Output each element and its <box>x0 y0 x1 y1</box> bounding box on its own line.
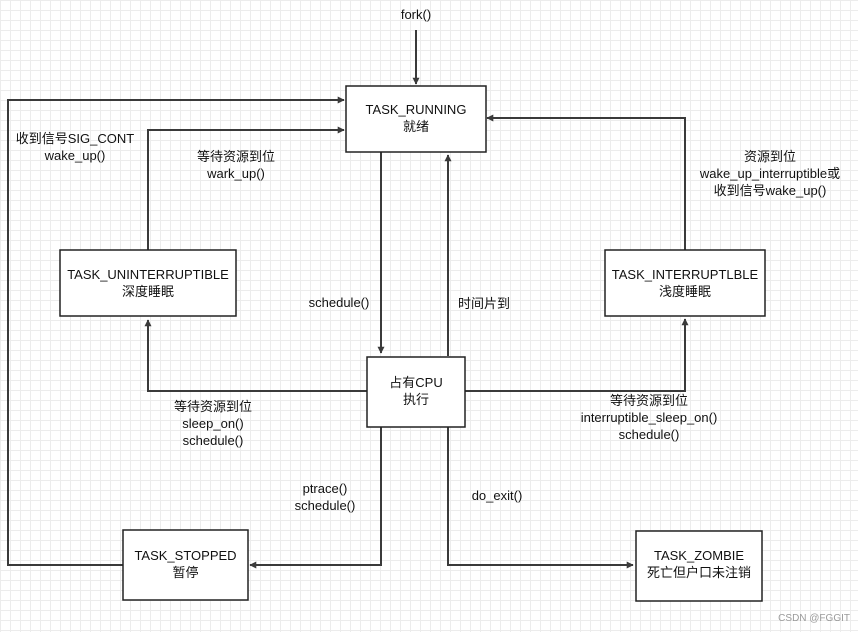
node-task-uninterruptible-desc: 深度睡眠 <box>122 284 174 299</box>
label-wake-interruptible-line3: 收到信号wake_up() <box>714 183 827 198</box>
node-task-uninterruptible: TASK_UNINTERRUPTIBLE 深度睡眠 <box>59 249 237 317</box>
node-task-stopped: TASK_STOPPED 暂停 <box>122 529 249 601</box>
label-timeslice: 时间片到 <box>458 296 510 311</box>
label-schedule: schedule() <box>309 295 370 310</box>
edge-cpu-to-uninterruptible <box>144 319 367 392</box>
node-task-zombie-desc: 死亡但户口未注销 <box>647 565 751 580</box>
edge-cpu-to-stopped <box>249 427 382 569</box>
label-wake-uninterruptible-line1: 等待资源到位 <box>197 149 275 164</box>
label-ptrace-line1: ptrace() <box>303 481 348 496</box>
node-cpu-desc: 执行 <box>403 392 429 407</box>
node-cpu-box <box>366 356 466 428</box>
label-sig-cont-line2: wake_up() <box>44 148 106 163</box>
node-task-running-desc: 就绪 <box>403 119 429 134</box>
node-cpu: 占有CPU 执行 <box>366 356 466 428</box>
node-task-interruptible-box <box>604 249 766 317</box>
edge-labels: fork() 收到信号SIG_CONT wake_up() 等待资源到位 war… <box>16 7 840 513</box>
label-wake-interruptible-line1: 资源到位 <box>744 149 796 164</box>
edge-cpu-to-interruptible <box>465 318 689 392</box>
node-task-zombie: TASK_ZOMBIE 死亡但户口未注销 <box>635 530 763 602</box>
edge-stopped-to-running <box>7 96 345 566</box>
label-sleep-on-line2: sleep_on() <box>182 416 243 431</box>
node-task-stopped-desc: 暂停 <box>172 565 198 580</box>
label-interruptible-sleep-on-line2: interruptible_sleep_on() <box>581 410 718 425</box>
node-task-running-name: TASK_RUNNING <box>366 102 467 117</box>
node-task-stopped-name: TASK_STOPPED <box>134 548 236 563</box>
label-sleep-on-line1: 等待资源到位 <box>174 399 252 414</box>
node-cpu-name: 占有CPU <box>389 375 442 390</box>
label-do-exit: do_exit() <box>472 488 523 503</box>
node-task-zombie-name: TASK_ZOMBIE <box>654 548 744 563</box>
label-interruptible-sleep-on-line3: schedule() <box>619 427 680 442</box>
node-task-interruptible-name: TASK_INTERRUPTLBLE <box>612 267 759 282</box>
edge-uninterruptible-to-running <box>147 126 345 250</box>
node-task-uninterruptible-box <box>59 249 237 317</box>
node-task-running-box <box>345 85 487 153</box>
label-interruptible-sleep-on-line1: 等待资源到位 <box>610 393 688 408</box>
label-wake-uninterruptible-line2: wark_up() <box>206 166 265 181</box>
node-task-uninterruptible-name: TASK_UNINTERRUPTIBLE <box>67 267 229 282</box>
edge-cpu-to-zombie <box>447 427 634 569</box>
node-task-stopped-box <box>122 529 249 601</box>
node-task-interruptible-desc: 浅度睡眠 <box>659 284 711 299</box>
node-task-zombie-box <box>635 530 763 602</box>
node-task-interruptible: TASK_INTERRUPTLBLE 浅度睡眠 <box>604 249 766 317</box>
label-wake-interruptible-line2: wake_up_interruptible或 <box>699 166 840 181</box>
label-ptrace-line2: schedule() <box>295 498 356 513</box>
watermark-text: CSDN @FGGIT <box>778 613 850 624</box>
label-fork: fork() <box>401 7 431 22</box>
edge-interruptible-to-running <box>486 114 686 250</box>
label-sleep-on-line3: schedule() <box>183 433 244 448</box>
node-task-running: TASK_RUNNING 就绪 <box>345 85 487 153</box>
edges <box>7 30 689 569</box>
label-sig-cont-line1: 收到信号SIG_CONT <box>16 131 135 146</box>
